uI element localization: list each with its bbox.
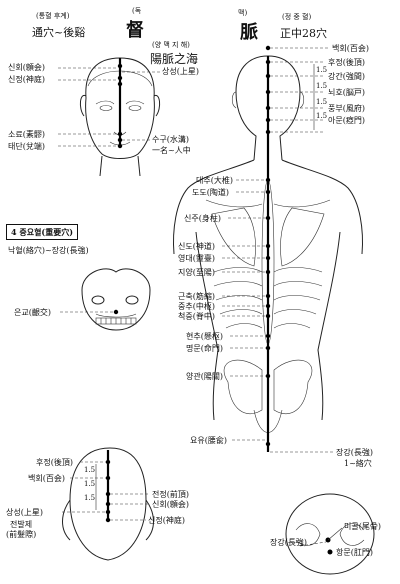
header-subtitle-left: 通穴~後谿 [32, 26, 86, 39]
header-title-du: 督 [126, 20, 144, 41]
scalp-label-sinhoe: 신회(顖会) [152, 500, 189, 509]
back-measure-1: 1.5 [316, 66, 328, 74]
important-box-line: 낙혈(絡穴)~장강(長強) [8, 246, 89, 255]
label-yeongdae: 영대(靈臺) [178, 254, 215, 263]
mouth-figure [60, 268, 151, 331]
header-ruby-mai: 맥) [238, 9, 248, 17]
label-yanggwan: 양관(陽關) [186, 372, 223, 381]
label-taedan: 태단(兌端) [8, 142, 45, 151]
label-ganggan: 강간(強間) [328, 72, 365, 81]
label-hujeong: 후정(後頂) [328, 58, 365, 67]
label-hyeonchu: 현추(懸枢) [186, 332, 223, 341]
scalp-label-jeonbalje-kr: 전발제 [10, 520, 33, 529]
label-yoyu: 요유(腰兪) [190, 436, 227, 445]
important-points-box: 4 중요혈(重要穴) [6, 224, 79, 240]
label-jangang: 장강(長強) [336, 448, 373, 457]
back-measure-2: 1.5 [316, 82, 328, 90]
scalp-label-hujeong: 후정(後頂) [36, 458, 73, 467]
scalp-label-baekhoe: 백회(百会) [28, 474, 65, 483]
header-title-mai: 脈 [240, 22, 258, 43]
label-geunchuk: 근축(筋縮) [178, 292, 215, 301]
pelvis-figure [285, 493, 375, 575]
label-sinhoe: 신회(顖会) [8, 63, 45, 72]
header-ruby-right: (정 중 혈) [282, 13, 312, 21]
label-daechu: 대추(大椎) [196, 176, 233, 185]
label-jiyang: 지양(至陽) [178, 268, 215, 277]
label-sindo: 신도(神道) [178, 242, 215, 251]
scalp-measure-2: 1.5 [84, 480, 96, 488]
header-ruby-du: (독 [132, 7, 142, 15]
scalp-figure [62, 447, 154, 561]
back-figure [173, 45, 363, 453]
label-pungbu: 풍부(風府) [328, 104, 365, 113]
label-cheokjung: 척중(脊中) [178, 312, 215, 321]
label-dodo: 도도(陶道) [192, 188, 229, 197]
label-myeongmun: 명문(命門) [186, 344, 223, 353]
important-box-title: 4 중요혈(重要穴) [11, 227, 74, 237]
header-center-title: 陽脈之海 [150, 52, 199, 66]
back-measure-4: 1.5 [316, 112, 328, 120]
scalp-label-sinjeong: 신정(神庭) [148, 516, 185, 525]
label-amun: 아문(瘂門) [328, 116, 365, 125]
label-noho: 뇌호(脳戸) [328, 88, 365, 97]
scalp-label-sangseong: 상성(上星) [6, 508, 43, 517]
back-measure-3: 1.5 [316, 98, 328, 106]
pelvis-label-jangang: 장강(長強) [270, 538, 307, 547]
label-eungyo: 은교(齦交) [14, 308, 51, 317]
label-sugu: 수구(水溝) [152, 135, 189, 144]
label-sinjeong: 신정(神庭) [8, 75, 45, 84]
label-inzhong: 一名~人中 [152, 146, 191, 155]
label-sojo: 소료(素髎) [8, 130, 45, 139]
scalp-label-jeonjeong: 전정(前頂) [152, 490, 189, 499]
pelvis-label-hangmun: 항문(肛門) [336, 548, 373, 557]
label-sinju: 신주(身柱) [184, 214, 221, 223]
face-figure [58, 57, 162, 177]
scalp-measure-3: 1.5 [84, 494, 96, 502]
scalp-label-jeonbalje-cn: (前髮際) [6, 530, 37, 539]
label-sangseong: 상성(上星) [162, 67, 199, 76]
header-ruby-center: (양 맥 지 해) [152, 41, 190, 49]
label-luoxue: 1~絡穴 [344, 459, 372, 468]
header-subtitle-right: 正中28穴 [280, 27, 327, 40]
label-jungchu: 중추(中枢) [178, 302, 215, 311]
pelvis-label-migol: 미골(尾骨) [344, 522, 381, 531]
label-baekhoe: 백회(百会) [332, 44, 369, 53]
header-ruby-left: (통혈 후계) [36, 12, 70, 20]
scalp-measure-1: 1.5 [84, 466, 96, 474]
